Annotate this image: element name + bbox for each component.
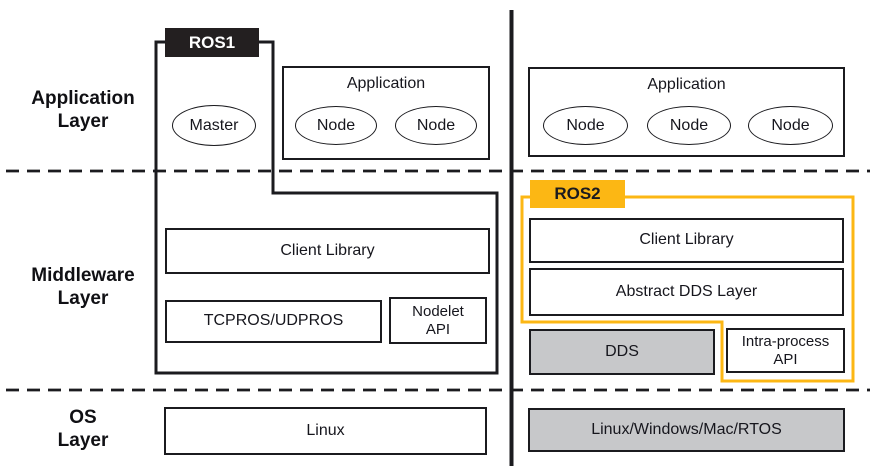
ros2-boundary-outline	[520, 195, 855, 383]
ros1-node-ellipse: Node	[395, 106, 477, 145]
ros1-node-ellipse: Node	[295, 106, 377, 145]
ros1-os-box: Linux	[164, 407, 487, 455]
ros2-node-ellipse: Node	[543, 106, 628, 145]
ros1-transport-box: TCPROS/UDPROS	[165, 300, 382, 343]
ros2-tab: ROS2	[530, 180, 625, 208]
ros2-client-library-box: Client Library	[529, 218, 844, 263]
ros1-boundary-outline	[154, 40, 499, 375]
ros2-application-title: Application	[647, 76, 726, 93]
ros1-client-library-box: Client Library	[165, 228, 490, 274]
ros2-node-ellipse: Node	[748, 106, 833, 145]
ros2-abstract-dds-box: Abstract DDS Layer	[529, 268, 844, 316]
application-layer-label: Application Layer	[31, 88, 135, 132]
os-layer-label: OS Layer	[57, 407, 109, 451]
ros2-os-box: Linux/Windows/Mac/RTOS	[528, 408, 845, 452]
ros2-intra-process-api-box: Intra-process API	[726, 328, 845, 373]
ros1-master-ellipse: Master	[172, 105, 256, 146]
ros1-tab: ROS1	[165, 28, 259, 57]
middleware-layer-label: Middleware Layer	[31, 265, 135, 309]
ros1-nodelet-api-box: Nodelet API	[389, 297, 487, 344]
ros1-application-title: Application	[346, 75, 426, 92]
ros2-dds-box: DDS	[529, 329, 715, 375]
ros2-node-ellipse: Node	[647, 106, 731, 145]
